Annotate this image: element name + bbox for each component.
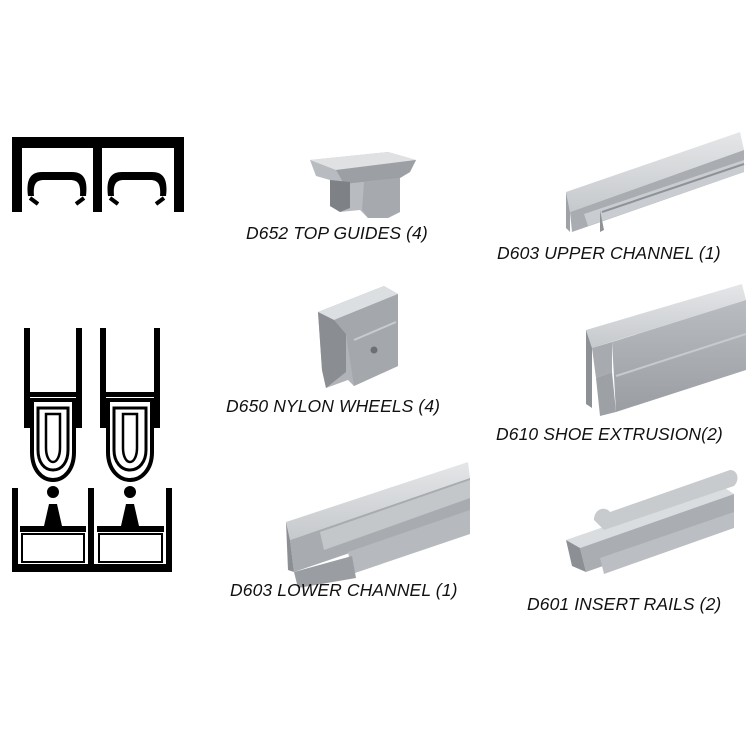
top-guide-part [310, 152, 416, 218]
top-track-cross-section [12, 137, 184, 212]
shoe-extrusion-label: D610 SHOE EXTRUSION(2) [496, 424, 723, 444]
nylon-wheels-label: D650 NYLON WHEELS (4) [226, 396, 441, 416]
nylon-wheel-part [318, 286, 398, 388]
bottom-track-cross-section [12, 328, 172, 572]
insert-rails-label: D601 INSERT RAILS (2) [527, 594, 722, 614]
shoe-extrusion-part [586, 284, 747, 416]
upper-channel-part [566, 132, 745, 232]
upper-channel-label: D603 UPPER CHANNEL (1) [497, 243, 721, 263]
insert-rail-part [566, 470, 738, 574]
lower-channel-part [286, 462, 470, 588]
top-guides-label: D652 TOP GUIDES (4) [246, 223, 428, 243]
lower-channel-label: D603 LOWER CHANNEL (1) [230, 580, 458, 600]
